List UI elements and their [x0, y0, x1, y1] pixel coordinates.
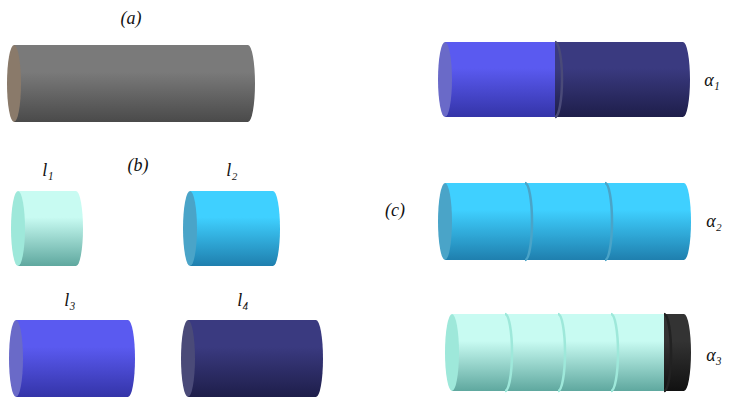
cylinder-face	[445, 314, 459, 391]
cylinder-face	[438, 42, 452, 117]
part-label: l₂	[226, 161, 237, 179]
cylinder-face	[9, 320, 23, 397]
panel-label: (a)	[121, 9, 142, 27]
cylinder-body	[452, 314, 512, 391]
part-label: l₄	[237, 291, 248, 309]
segment-seam	[605, 183, 612, 260]
cylinder-body	[525, 183, 612, 260]
cylinder-face	[438, 183, 452, 260]
part-label: l₃	[64, 291, 75, 309]
part-label: l₁	[42, 161, 53, 179]
cylinder-face	[183, 191, 197, 266]
segment-seam	[611, 314, 618, 391]
cylinder-body	[558, 314, 618, 391]
cylinder-face	[11, 191, 25, 266]
cylinder-body	[14, 45, 255, 122]
cylinder-face	[181, 320, 195, 397]
panel-label: (b)	[128, 156, 149, 174]
cylinder-body	[188, 320, 323, 397]
cylinder-body	[505, 314, 565, 391]
cylinder-body	[445, 183, 532, 260]
cylinder-body	[18, 191, 83, 266]
assembly-label: α₁	[704, 71, 720, 89]
segment-seam	[664, 314, 671, 391]
cylinder-body	[445, 42, 562, 117]
cylinder-face	[7, 45, 21, 122]
assembly-label: α₃	[706, 346, 722, 364]
cylinder-body	[664, 314, 691, 391]
segment-seam	[525, 183, 532, 260]
cylinder-body	[611, 314, 671, 391]
segment-seam	[555, 42, 562, 117]
assembly-label: α₂	[706, 212, 722, 230]
cylinder-body	[16, 320, 135, 397]
cylinder-body	[190, 191, 280, 266]
panel-label: (c)	[385, 201, 405, 219]
cylinder-body	[555, 42, 690, 117]
cylinder-body	[605, 183, 691, 260]
segment-seam	[558, 314, 565, 391]
segment-seam	[505, 314, 512, 391]
